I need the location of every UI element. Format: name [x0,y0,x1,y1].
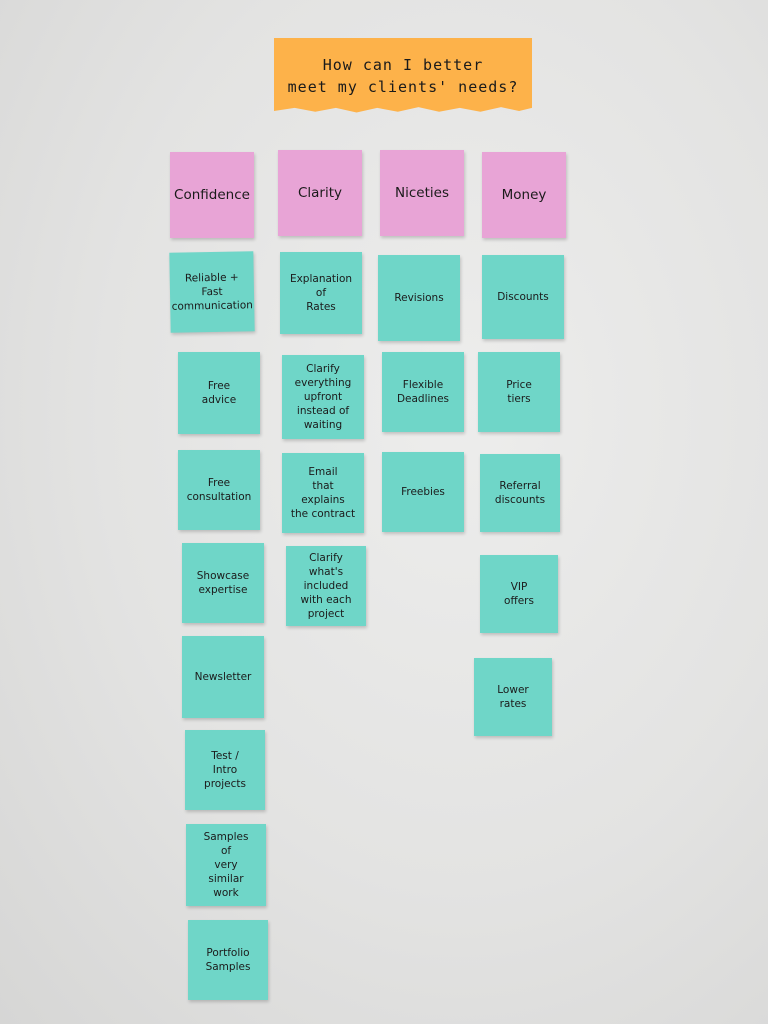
idea-note: VIP offers [480,555,558,633]
idea-note: Discounts [482,255,564,339]
idea-text: Clarify everything upfront instead of wa… [294,363,352,431]
idea-text: Reliable + Fast communication [171,271,253,313]
idea-note: Free consultation [178,450,260,530]
category-label: Niceties [395,185,449,201]
idea-note: Referral discounts [480,454,560,532]
idea-note: Free advice [178,352,260,434]
idea-text: Explanation of Rates [289,273,353,313]
idea-note: Freebies [382,452,464,532]
idea-note: Showcase expertise [182,543,264,623]
idea-note: Clarify what's included with each projec… [286,546,366,626]
header-sticky-note: How can I better meet my clients' needs? [274,38,532,113]
idea-text: VIP offers [504,581,534,607]
idea-text: Free advice [201,380,237,406]
idea-text: Revisions [394,292,444,304]
idea-note: Newsletter [182,636,264,718]
idea-text: Flexible Deadlines [396,379,450,405]
header-question-line-2: meet my clients' needs? [287,78,519,96]
idea-text: Test / Intro projects [204,750,246,790]
idea-text: Referral discounts [494,480,546,506]
idea-note: Lower rates [474,658,552,736]
idea-note: Test / Intro projects [185,730,265,810]
category-note-confidence: Confidence [170,152,254,238]
idea-text: Portfolio Samples [205,947,251,973]
idea-note: Revisions [378,255,460,341]
idea-text: Discounts [497,291,549,303]
idea-text: Email that explains the contract [290,466,356,520]
category-label: Money [501,187,547,203]
idea-note: Samples of very similar work [186,824,266,906]
idea-note: Email that explains the contract [282,453,364,533]
idea-text: Free consultation [186,477,252,503]
category-note-niceties: Niceties [380,150,464,236]
category-note-money: Money [482,152,566,238]
idea-text: Showcase expertise [196,570,250,596]
idea-note: Clarify everything upfront instead of wa… [282,355,364,439]
idea-note: Reliable + Fast communication [169,251,255,333]
idea-text: Newsletter [194,671,252,683]
category-label: Clarity [297,185,343,201]
idea-text: Freebies [401,486,445,498]
idea-text: Samples of very similar work [203,831,249,899]
idea-text: Clarify what's included with each projec… [300,552,352,620]
category-label: Confidence [174,187,250,203]
header-question-line-1: How can I better [322,56,484,74]
category-note-clarity: Clarity [278,150,362,236]
idea-note: Price tiers [478,352,560,432]
idea-text: Price tiers [506,379,532,405]
idea-text: Lower rates [497,684,529,710]
idea-note: Flexible Deadlines [382,352,464,432]
idea-note: Portfolio Samples [188,920,268,1000]
idea-note: Explanation of Rates [280,252,362,334]
